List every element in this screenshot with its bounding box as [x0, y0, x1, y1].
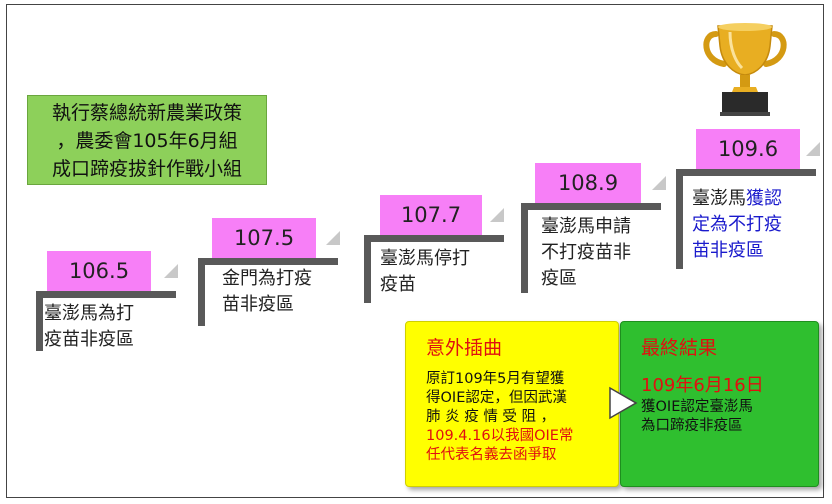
result-line: 獲OIE認定臺澎馬 — [641, 399, 753, 415]
date-box-107-5: 107.5 — [212, 218, 316, 258]
step-line: 臺澎馬 — [692, 188, 746, 209]
date-box-109-6: 109.6 — [696, 129, 800, 169]
arrow-right-icon — [609, 386, 638, 420]
date-label: 109.6 — [717, 137, 779, 161]
step-bracket — [36, 291, 176, 351]
step-line: 臺澎馬為打 — [44, 303, 134, 324]
date-box-107-7: 107.7 — [380, 195, 482, 235]
policy-line: 成口蹄疫拔針作戰小組 — [51, 158, 242, 180]
result-title: 最終結果 — [641, 337, 718, 359]
date-label: 108.9 — [557, 171, 619, 195]
step-text: 臺澎馬申請 不打疫苗非 疫區 — [541, 214, 631, 292]
result-body: 109年6月16日 獲OIE認定臺澎馬 為口蹄疫非疫區 — [641, 374, 764, 436]
step-bracket — [676, 169, 816, 269]
result-line: 為口蹄疫非疫區 — [641, 418, 743, 434]
trophy-icon — [703, 23, 787, 116]
step-bracket — [364, 235, 504, 303]
policy-box: 執行蔡總統新農業政策 ，農委會105年6月組 成口蹄疫拔針作戰小組 — [27, 95, 267, 185]
episode-line-red: 109.4.16以我國OIE常 — [426, 428, 574, 444]
step-bracket — [198, 258, 338, 326]
episode-line: 原訂109年5月有望獲 — [426, 371, 565, 387]
date-box-106-5: 106.5 — [47, 251, 151, 291]
step-text: 臺澎馬停打 疫苗 — [380, 246, 470, 298]
step-line-highlight: 獲認 — [746, 188, 782, 209]
episode-line: 得OIE認定，但因武漢 — [426, 390, 567, 406]
result-date: 109年6月16日 — [641, 375, 764, 396]
step-text: 臺澎馬為打 疫苗非疫區 — [44, 301, 134, 353]
date-label: 106.5 — [68, 259, 130, 283]
step-line: 疫苗 — [380, 274, 416, 295]
step-text: 金門為打疫 苗非疫區 — [222, 266, 312, 318]
policy-line: ，農委會105年6月組 — [56, 130, 238, 152]
date-label: 107.5 — [233, 226, 295, 250]
policy-line: 執行蔡總統新農業政策 — [51, 102, 242, 124]
step-corner — [326, 231, 340, 245]
step-corner — [164, 264, 178, 278]
step-corner — [490, 208, 504, 222]
result-box: 最終結果 109年6月16日 獲OIE認定臺澎馬 為口蹄疫非疫區 — [620, 321, 819, 487]
step-line: 金門為打疫 — [222, 268, 312, 289]
step-text: 臺澎馬獲認 定為不打疫 苗非疫區 — [692, 186, 782, 264]
step-bracket — [521, 203, 661, 293]
diagram-frame — [6, 4, 824, 498]
step-line-highlight: 定為不打疫 — [692, 214, 782, 235]
step-line: 不打疫苗非 — [541, 242, 631, 263]
step-line: 臺澎馬申請 — [541, 216, 631, 237]
step-line: 疫區 — [541, 268, 577, 289]
episode-line-red: 任代表名義去函爭取 — [426, 447, 557, 463]
step-line: 苗非疫區 — [222, 294, 294, 315]
date-label: 107.7 — [400, 203, 462, 227]
episode-body: 原訂109年5月有望獲 得OIE認定，但因武漢 肺 炎 疫 情 受 阻 ， 10… — [426, 370, 573, 465]
episode-title: 意外插曲 — [426, 337, 503, 359]
step-corner — [806, 142, 820, 156]
step-corner — [652, 176, 666, 190]
step-line: 臺澎馬停打 — [380, 248, 470, 269]
episode-line: 肺 炎 疫 情 受 阻 ， — [426, 409, 556, 425]
episode-box: 意外插曲 原訂109年5月有望獲 得OIE認定，但因武漢 肺 炎 疫 情 受 阻… — [405, 321, 619, 487]
step-line-highlight: 苗非疫區 — [692, 240, 764, 261]
date-box-108-9: 108.9 — [535, 163, 641, 203]
step-line: 疫苗非疫區 — [44, 329, 134, 350]
